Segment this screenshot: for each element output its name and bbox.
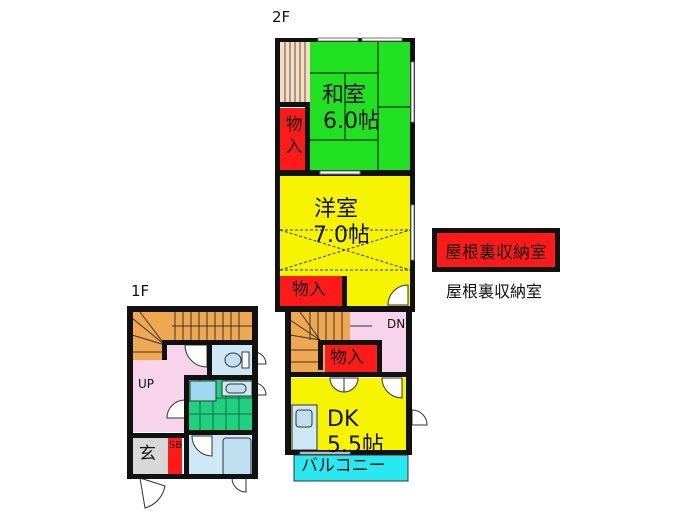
legend-box-label: 屋根裏収納室 (445, 242, 547, 263)
legend-box: 屋根裏収納室 (432, 228, 560, 272)
room-washitsu-size: 6.0帖 (323, 109, 380, 134)
floor-label-2f: 2F (272, 8, 291, 26)
closet-2f-mid-label: 物入 (292, 280, 326, 300)
room-youshitsu-name: 洋室 (314, 197, 359, 222)
genkan-label: 玄 (139, 444, 156, 464)
floor-label-1f: 1F (131, 282, 150, 300)
room-washitsu-name: 和室 (322, 83, 367, 108)
balcony-label: バルコニー (301, 456, 386, 476)
room-youshitsu-size: 7.0帖 (313, 223, 370, 248)
closet-2f-top-label: 物入 (285, 115, 303, 158)
stairs-dn-label: DN (387, 317, 406, 331)
room-dk-size: 5.5帖 (327, 433, 384, 458)
stairs-up-label: UP (138, 377, 155, 391)
legend-swatch: 屋根裏収納室 (437, 233, 555, 267)
shoebox-label: SB (169, 440, 183, 451)
legend-caption: 屋根裏収納室 (446, 282, 543, 301)
room-dk-name: DK (327, 407, 359, 432)
closet-2f-lower-label: 物入 (330, 348, 364, 368)
